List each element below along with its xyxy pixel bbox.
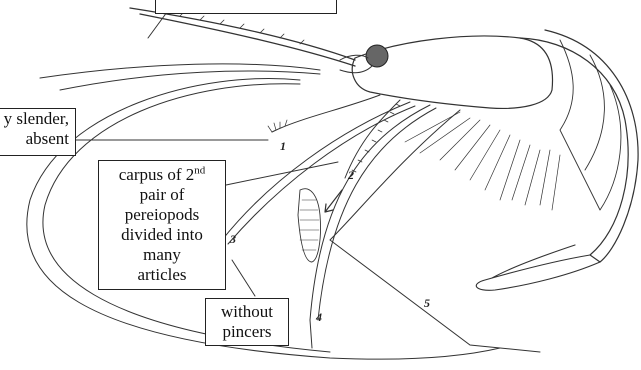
leg-number-2: 2 [348, 168, 354, 183]
leg-number-5: 5 [424, 296, 430, 311]
leg-1-setae [268, 120, 287, 132]
antennule-1 [40, 64, 320, 78]
abdomen-segments [560, 40, 621, 210]
slender-label-box: y slender, absent [0, 108, 76, 156]
leg-5 [330, 110, 540, 352]
leg-number-1: 1 [280, 139, 286, 154]
tail-fan [476, 245, 600, 290]
carpus-line-4: divided into [99, 225, 225, 245]
eye [366, 45, 388, 67]
pleopods [405, 112, 560, 210]
leg-3-b [228, 106, 415, 244]
carpus-line-6: articles [99, 265, 225, 285]
leg-number-3: 3 [230, 232, 236, 247]
pincers-line-2: pincers [206, 322, 288, 342]
pincers-label-box: without pincers [205, 298, 289, 346]
slender-line-2: absent [0, 129, 69, 149]
carpus-label-box: carpus of 2nd pair of pereiopods divided… [98, 160, 226, 290]
leg-4 [310, 105, 430, 348]
slender-line-1: y slender, [0, 109, 69, 129]
carpus-detail-stripes [300, 200, 319, 250]
carpus-line-2: pair of [99, 185, 225, 205]
top-label-box [155, 0, 337, 14]
carpus-line-1-text: carpus of 2 [119, 165, 195, 184]
leader-carpus [226, 162, 338, 185]
leader-pincers [232, 260, 255, 296]
carpus-line-3: pereiopods [99, 205, 225, 225]
carpus-line-1: carpus of 2nd [99, 165, 225, 185]
carpus-line-5: many [99, 245, 225, 265]
pincers-line-1: without [206, 302, 288, 322]
leg-1 [272, 95, 380, 132]
carpus-detail [298, 189, 321, 262]
leg-number-4: 4 [316, 310, 322, 325]
carpus-line-1-sup: nd [194, 164, 205, 176]
